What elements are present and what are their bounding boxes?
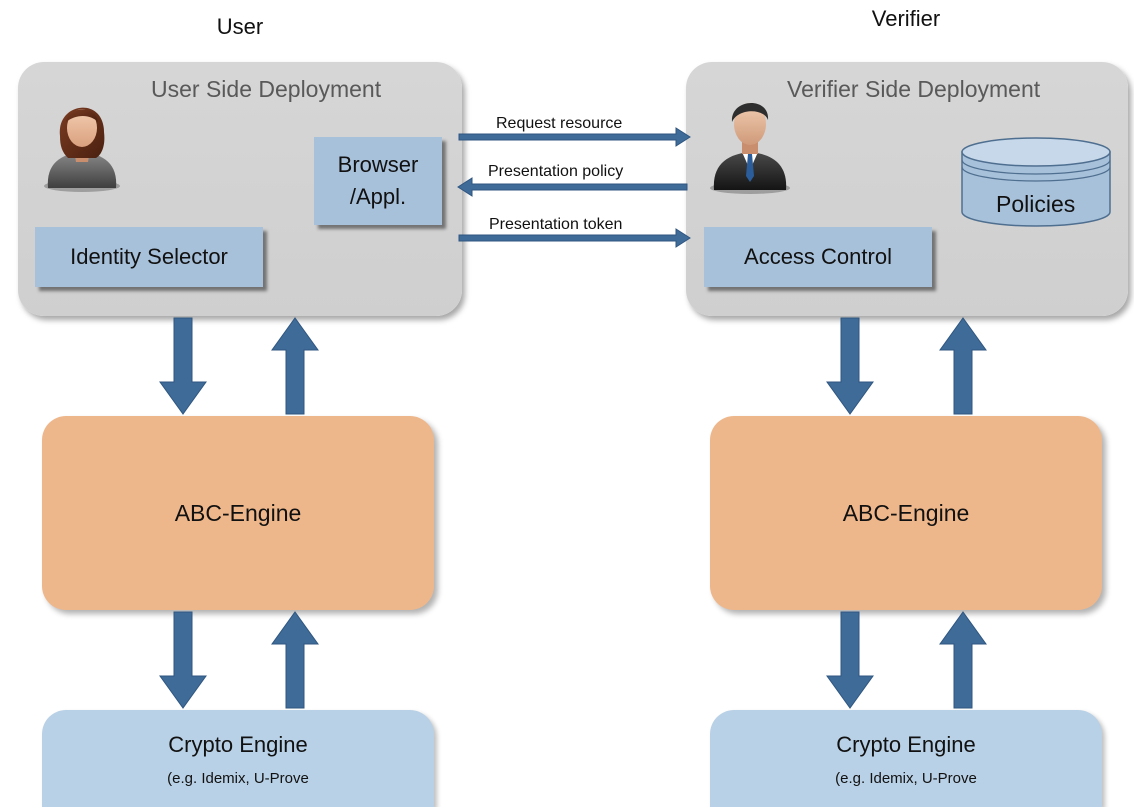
user-down-arrow-upper [159, 317, 207, 415]
verifier-down-arrow-lower [826, 611, 874, 709]
user-abc-engine: ABC-Engine [42, 416, 434, 610]
policies-database-icon [961, 137, 1111, 227]
browser-application-box: Browser /Appl. [314, 137, 442, 225]
presentation-token-label: Presentation token [489, 216, 623, 233]
user-crypto-engine-label: Crypto Engine [168, 732, 308, 757]
verifier-abc-engine-label: ABC-Engine [842, 499, 970, 526]
verifier-column-title: Verifier [871, 6, 941, 31]
access-control-label: Access Control [744, 244, 892, 269]
user-crypto-engine-subtitle: (e.g. Idemix, U-Prove [167, 770, 309, 787]
policies-label: Policies [996, 191, 1076, 217]
verifier-side-deployment-title: Verifier Side Deployment [787, 76, 1041, 102]
user-column-title: User [216, 14, 264, 39]
verifier-abc-engine: ABC-Engine [710, 416, 1102, 610]
request-resource-arrow [458, 127, 691, 147]
user-abc-engine-label: ABC-Engine [174, 499, 302, 526]
user-crypto-engine: Crypto Engine (e.g. Idemix, U-Prove [42, 710, 434, 807]
application-label: /Appl. [349, 184, 407, 209]
identity-selector-box: Identity Selector [35, 227, 263, 287]
verifier-up-arrow-upper [939, 317, 987, 415]
identity-selector-label: Identity Selector [70, 244, 228, 269]
user-up-arrow-lower [271, 611, 319, 709]
female-user-icon [44, 107, 120, 192]
user-down-arrow-lower [159, 611, 207, 709]
presentation-token-arrow [458, 228, 691, 248]
browser-label: Browser [337, 152, 419, 177]
request-resource-label: Request resource [496, 115, 623, 132]
access-control-box: Access Control [704, 227, 932, 287]
user-side-deployment-title: User Side Deployment [151, 76, 382, 102]
verifier-up-arrow-lower [939, 611, 987, 709]
verifier-down-arrow-upper [826, 317, 874, 415]
presentation-policy-arrow [457, 177, 688, 197]
verifier-crypto-engine-label: Crypto Engine [836, 732, 976, 757]
user-up-arrow-upper [271, 317, 319, 415]
presentation-policy-label: Presentation policy [488, 163, 624, 180]
male-verifier-icon [710, 102, 790, 194]
verifier-crypto-engine: Crypto Engine (e.g. Idemix, U-Prove [710, 710, 1102, 807]
verifier-crypto-engine-subtitle: (e.g. Idemix, U-Prove [835, 770, 977, 787]
